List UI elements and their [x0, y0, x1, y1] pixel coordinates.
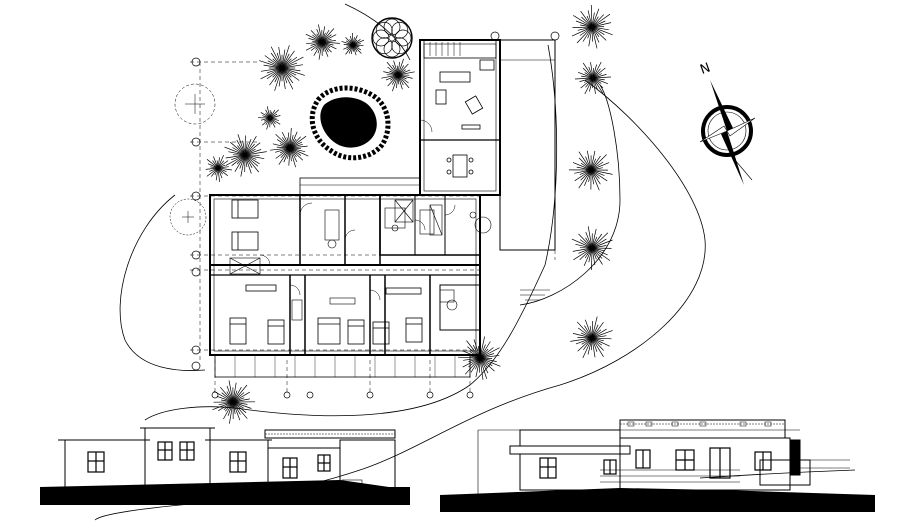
- tree-symbol: [371, 17, 413, 59]
- tree-symbol: [574, 61, 612, 95]
- tree-symbol: [257, 106, 281, 130]
- tree-symbol: [224, 134, 267, 177]
- tree-symbol: [568, 150, 613, 191]
- side-elevation: [440, 419, 875, 512]
- tree-symbol: [305, 24, 340, 60]
- front-windows: [87, 441, 331, 479]
- dimension-marks: [300, 184, 550, 301]
- tree-symbol: [341, 32, 365, 56]
- pond: [309, 85, 391, 161]
- tree-symbol: [571, 4, 613, 49]
- grid-bubbles: [191, 31, 560, 399]
- plant-symbol: [169, 83, 216, 236]
- tree-symbol: [570, 316, 613, 359]
- tree-symbol: [212, 380, 256, 424]
- site-floor-plan: [169, 31, 560, 399]
- front-elevation: [40, 427, 410, 505]
- tree-symbol: [259, 45, 305, 91]
- tree-symbol: [571, 226, 613, 271]
- door-swings: [259, 119, 456, 301]
- north-compass: [699, 80, 756, 185]
- landscape-trees: [205, 4, 613, 424]
- tree-symbol: [381, 58, 415, 92]
- furniture-living: [435, 59, 495, 178]
- furniture-beds: [229, 199, 423, 345]
- tree-symbol: [205, 154, 232, 182]
- tree-symbol: [457, 336, 501, 380]
- tree-symbol: [270, 127, 309, 168]
- north-label: N: [698, 60, 712, 77]
- side-windows: [539, 447, 772, 479]
